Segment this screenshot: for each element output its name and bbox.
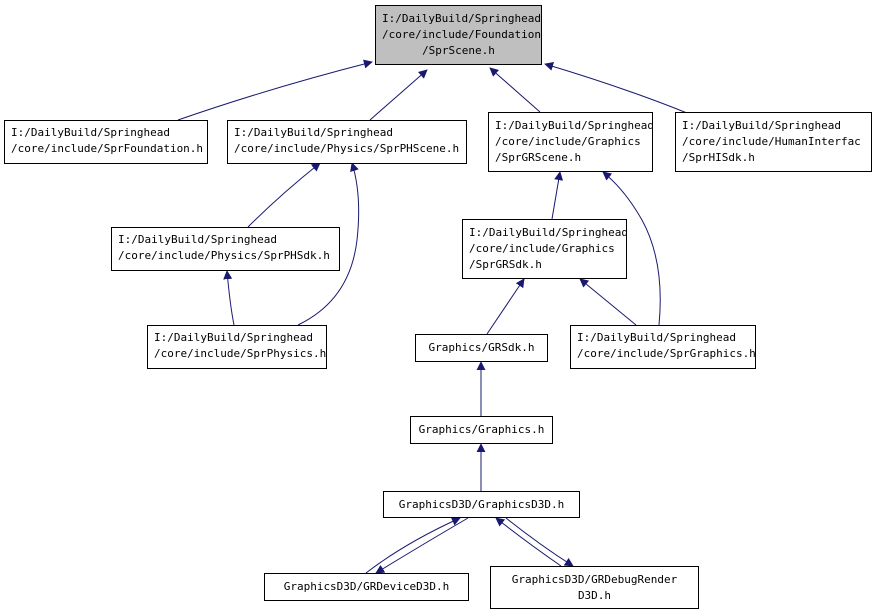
- node-spr-phscene-h[interactable]: I:/DailyBuild/Springhead /core/include/P…: [227, 120, 467, 164]
- edge-sprgraphics-to-grsdk: [579, 278, 637, 326]
- node-line: I:/DailyBuild/Springhead: [495, 119, 653, 132]
- edge-physics-to-phsdk: [223, 270, 235, 326]
- node-line: I:/DailyBuild/Springhead: [11, 126, 170, 139]
- edge-sprgraphics-to-grscene: [602, 171, 661, 326]
- node-line: I:/DailyBuild/Springhead: [234, 126, 393, 139]
- node-grsdk-h[interactable]: Graphics/GRSdk.h: [415, 334, 548, 362]
- node-line: /core/include/Graphics: [469, 242, 615, 255]
- node-line: /core/include/Physics/SprPHSdk.h: [118, 249, 330, 262]
- node-spr-hisdk-h[interactable]: I:/DailyBuild/Springhead /core/include/H…: [675, 112, 872, 172]
- node-grdebugrenderd3d-h[interactable]: GraphicsD3D/GRDebugRender D3D.h: [490, 566, 699, 609]
- edge-grsdk-to-grscene: [551, 171, 564, 220]
- edge-grsdk-h-to-grsdk: [486, 278, 525, 335]
- node-spr-grscene-h[interactable]: I:/DailyBuild/Springhead /core/include/G…: [488, 112, 653, 172]
- node-line: Graphics/GRSdk.h: [428, 341, 535, 354]
- node-line: I:/DailyBuild/Springhead: [682, 119, 841, 132]
- edge-graphicsd3d-to-debugrender: [505, 517, 574, 567]
- node-line: /SprGRScene.h: [495, 151, 582, 164]
- node-line: I:/DailyBuild/Springhead: [469, 226, 627, 239]
- edge-foundation-to-root: [177, 59, 373, 121]
- node-line: /core/include/SprFoundation.h: [11, 142, 204, 155]
- edge-hisdk-to-root: [544, 62, 688, 114]
- node-line: /core/include/Foundation: [382, 28, 541, 41]
- edge-devicewd3d-to-graphicsd3d: [365, 517, 461, 574]
- edge-debugrender-to-graphicsd3d: [495, 517, 562, 567]
- node-line: /core/include/Graphics: [495, 135, 641, 148]
- node-line: I:/DailyBuild/Springhead: [118, 233, 277, 246]
- node-line: /core/include/SprGraphics.h: [577, 347, 756, 360]
- node-spr-phsdk-h[interactable]: I:/DailyBuild/Springhead /core/include/P…: [111, 227, 340, 271]
- node-line: GraphicsD3D/GRDeviceD3D.h: [283, 580, 450, 593]
- node-spr-physics-h[interactable]: I:/DailyBuild/Springhead /core/include/S…: [147, 325, 327, 369]
- edge-phscene-to-root: [369, 69, 428, 121]
- node-line: GraphicsD3D/GraphicsD3D.h: [398, 498, 565, 511]
- node-line: I:/DailyBuild/Springhead: [382, 12, 541, 25]
- edge-physics-to-phscene: [297, 162, 360, 326]
- node-line: Graphics/Graphics.h: [418, 423, 545, 436]
- node-line: /SprScene.h: [422, 44, 495, 57]
- node-line: I:/DailyBuild/Springhead: [577, 331, 736, 344]
- edge-grscene-to-root: [489, 67, 541, 113]
- node-graphicsd3d-h[interactable]: GraphicsD3D/GraphicsD3D.h: [383, 491, 580, 518]
- node-line: /SprHISdk.h: [682, 151, 755, 164]
- node-graphics-h[interactable]: Graphics/Graphics.h: [410, 416, 553, 444]
- node-spr-foundation-h[interactable]: I:/DailyBuild/Springhead /core/include/S…: [4, 120, 208, 164]
- edge-phsdk-to-phscene: [247, 162, 321, 228]
- node-spr-scene-h[interactable]: I:/DailyBuild/Springhead /core/include/F…: [375, 5, 542, 65]
- node-line: /SprGRSdk.h: [469, 258, 542, 271]
- node-line: GraphicsD3D/GRDebugRender: [511, 573, 678, 586]
- node-grdeviced3d-h[interactable]: GraphicsD3D/GRDeviceD3D.h: [264, 573, 469, 601]
- edge-graphicsd3d-to-devicewd3d: [375, 517, 469, 574]
- node-line: /core/include/SprPhysics.h: [154, 347, 327, 360]
- node-line: I:/DailyBuild/Springhead: [154, 331, 313, 344]
- node-spr-graphics-h[interactable]: I:/DailyBuild/Springhead /core/include/S…: [570, 325, 756, 369]
- node-line: /core/include/HumanInterfac: [682, 135, 861, 148]
- node-line: /core/include/Physics/SprPHScene.h: [234, 142, 460, 155]
- node-line: D3D.h: [577, 589, 612, 602]
- node-spr-grsdk-h[interactable]: I:/DailyBuild/Springhead /core/include/G…: [462, 219, 627, 279]
